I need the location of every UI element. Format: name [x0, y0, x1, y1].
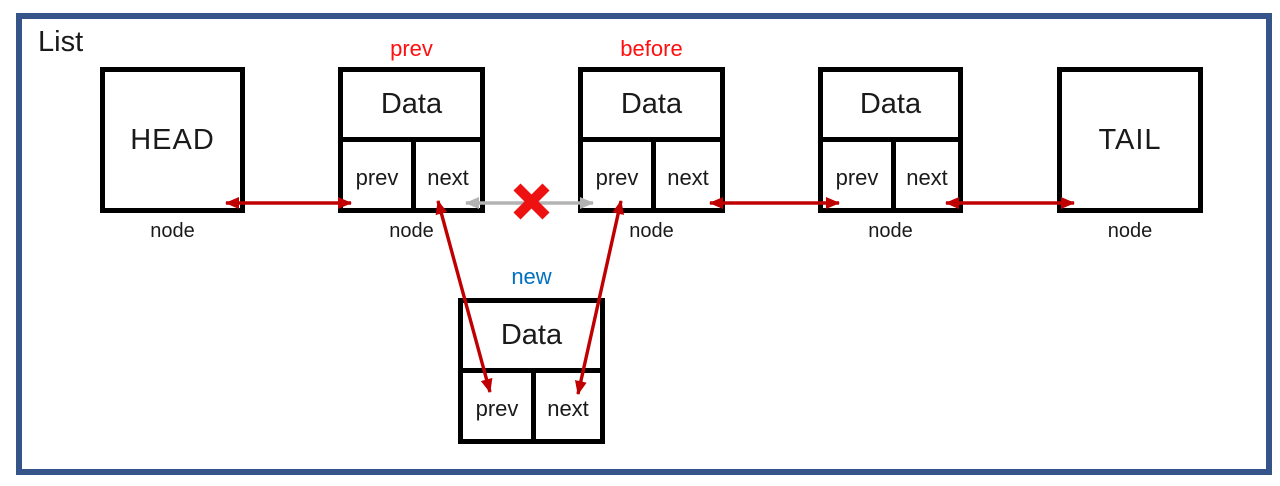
tail-node-caption: node	[1107, 220, 1153, 242]
head-node-caption: node	[150, 220, 195, 242]
mid-node-data-field: Data	[823, 72, 958, 142]
new-node-pointer-row: prev next	[463, 373, 600, 439]
mid-node-pointer-row: prev next	[823, 142, 958, 208]
mid-node-next-cell: next	[906, 164, 948, 190]
before-node-pointer-row: prev next	[583, 142, 720, 208]
prev-tag-label: prev	[390, 36, 433, 61]
before-node-data-field: Data	[583, 72, 720, 142]
head-node-label: HEAD	[130, 123, 215, 156]
prev-node-box: Data prev next	[338, 67, 485, 213]
new-node-prev-cell: prev	[463, 373, 536, 439]
before-node-box: Data prev next	[578, 67, 725, 213]
before-node-prev-cell: prev	[583, 142, 656, 208]
tail-node-box: TAIL	[1057, 67, 1203, 213]
new-node-data-field: Data	[463, 303, 600, 373]
before-tag-label: before	[620, 36, 683, 61]
mid-node-box: Data prev next	[818, 67, 963, 213]
new-tag-label: new	[511, 264, 552, 289]
prev-node-next-cell: next	[427, 164, 469, 190]
before-node-caption: node	[629, 220, 674, 242]
prev-node-prev-cell: prev	[343, 142, 416, 208]
prev-node-data-field: Data	[343, 72, 480, 142]
mid-node-caption: node	[868, 220, 913, 242]
diagram-title: List	[38, 26, 84, 58]
prev-node-pointer-row: prev next	[343, 142, 480, 208]
before-node-next-cell: next	[667, 164, 709, 190]
tail-node-label: TAIL	[1098, 123, 1162, 156]
prev-node-caption: node	[389, 220, 434, 242]
head-node-box: HEAD	[100, 67, 245, 213]
new-node-next-cell: next	[547, 395, 589, 421]
new-node-box: Data prev next	[458, 298, 605, 444]
mid-node-prev-cell: prev	[823, 142, 896, 208]
